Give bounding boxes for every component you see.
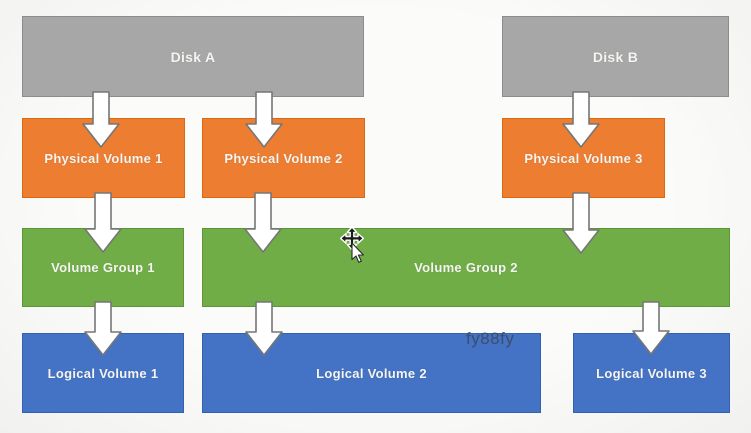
node-disk-a: Disk A xyxy=(22,16,364,97)
node-label: Physical Volume 1 xyxy=(44,150,163,166)
node-label: Volume Group 1 xyxy=(51,260,155,275)
node-lv3: Logical Volume 3 xyxy=(573,333,730,413)
node-lv2: Logical Volume 2 xyxy=(202,333,541,413)
node-disk-b: Disk B xyxy=(502,16,729,97)
node-label: Physical Volume 2 xyxy=(224,150,343,166)
node-label: Disk A xyxy=(170,48,216,65)
node-pv1: Physical Volume 1 xyxy=(22,118,185,198)
node-pv3: Physical Volume 3 xyxy=(502,118,665,198)
node-label: Logical Volume 1 xyxy=(47,365,159,381)
node-lv1: Logical Volume 1 xyxy=(22,333,184,413)
node-label: Volume Group 2 xyxy=(414,260,518,275)
node-pv2: Physical Volume 2 xyxy=(202,118,365,198)
node-label: Disk B xyxy=(592,48,639,65)
node-label: Logical Volume 3 xyxy=(596,365,707,381)
node-vg1: Volume Group 1 xyxy=(22,228,184,307)
node-vg2: Volume Group 2 xyxy=(202,228,730,307)
node-label: Logical Volume 2 xyxy=(316,365,427,381)
node-label: Physical Volume 3 xyxy=(524,150,643,166)
